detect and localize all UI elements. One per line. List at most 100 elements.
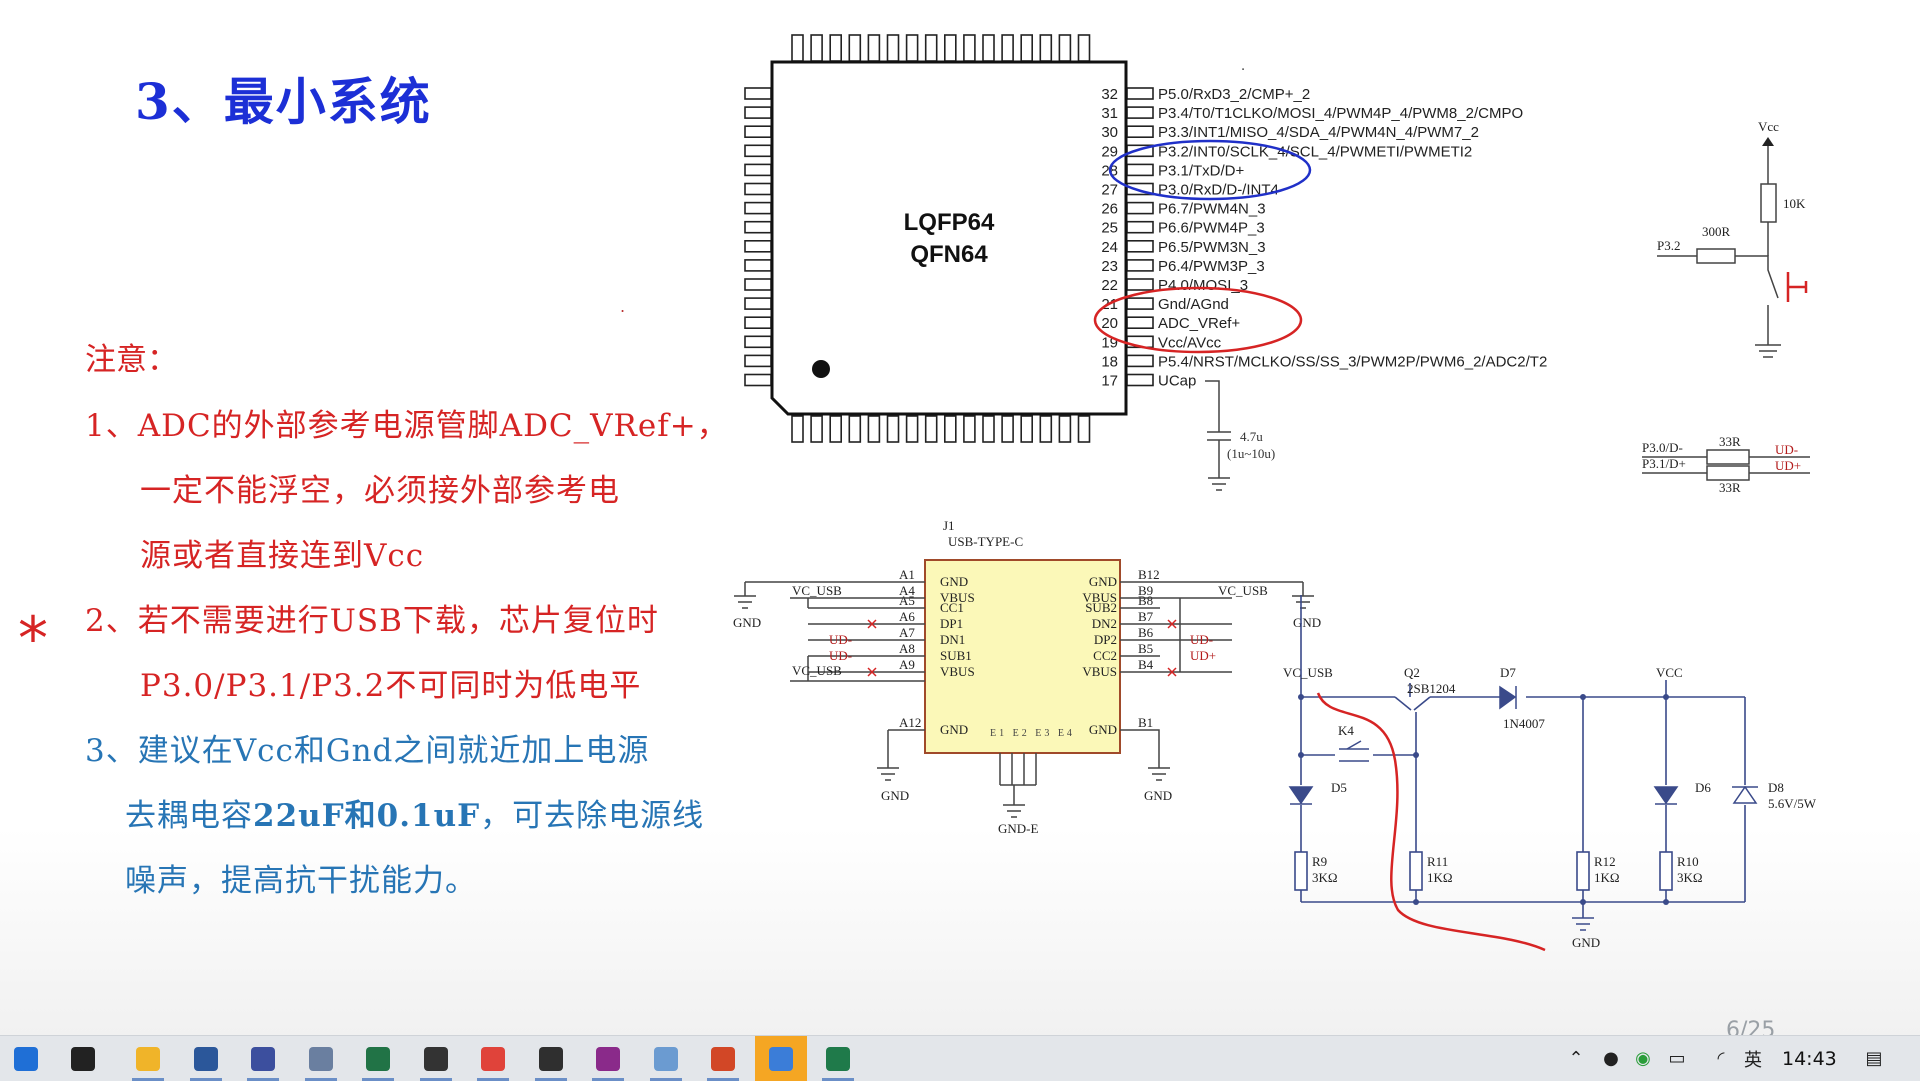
chip-pin-stub [1126,163,1154,177]
note1-line3: 源或者直接连到Vcc [140,538,425,574]
powerpoint-icon[interactable] [697,1036,749,1081]
app-icon[interactable] [237,1036,289,1081]
wifi-icon[interactable]: ◜ [1717,1048,1725,1069]
app-icon-glyph [653,1046,678,1071]
chip-pin-stub [744,278,772,291]
chip-pin-stub [744,335,772,349]
chip-pin-number: 18 [1101,353,1118,370]
chip-pin-stub [1126,87,1154,100]
windows-start-icon-glyph [14,1046,38,1071]
chip-pin-label: Vcc/AVcc [1158,334,1222,351]
chip-pin-label: P3.0/RxD/D-/INT4 [1158,182,1279,199]
reset-10k-label: 10K [1783,196,1806,211]
chip-pin-stub [1126,125,1154,138]
chip-pin-label: P3.3/INT1/MISO_4/SDA_4/PWM4N_4/PWM7_2 [1158,124,1479,141]
usbc-right-pin-name: VBUS [1082,664,1117,679]
star-mark: * [18,604,48,674]
chip-pin-stub [744,201,772,215]
app-icon[interactable] [57,1036,109,1081]
note3-line2-values: 22uF和0.1uF [253,798,481,834]
notification-icon[interactable]: ▤ [1865,1048,1883,1069]
power-diodes [1288,685,1758,805]
chip-pin-stub [1039,415,1053,443]
usbc-right-pin-number: B4 [1138,657,1154,672]
usbc-left-pin-number: A8 [899,641,915,656]
chip-pin-stub [1126,106,1154,119]
chip-pin-stub [744,182,772,196]
app-icon-glyph [538,1046,563,1071]
usbc-body [924,559,1121,754]
chip-pin-stub [810,34,823,62]
chip-pin-number: 31 [1101,105,1118,122]
pwr-q2: Q2 [1404,665,1420,680]
pwr-d7: D7 [1500,665,1516,680]
chip-pin-stub [1126,354,1154,368]
app-icon[interactable] [812,1036,864,1081]
pwr-d5: D5 [1331,780,1347,795]
app-icon[interactable] [754,1036,807,1081]
slide-title: 3、最小系统 [135,72,432,131]
show-hidden-icons-chevron-icon[interactable]: ⌃ [1568,1048,1584,1069]
chip-pin-stub [1126,220,1154,234]
chip-pin-number: 27 [1101,182,1118,199]
note3-line3: 噪声，提高抗干扰能力。 [125,863,477,899]
microphone-icon[interactable]: ● [1603,1048,1619,1069]
chip-pin-stub [1077,34,1091,62]
chip-pin-stub [829,34,843,62]
word-icon[interactable] [180,1036,232,1081]
chip-pin-stub [1126,240,1154,253]
chip-pin-stub [982,415,995,443]
chip-pin-stub [829,415,843,443]
chip-pin-stub [1126,316,1154,330]
usbc-udplus-right: UD+ [1190,648,1216,663]
chip-pin-stub [905,415,919,443]
security-icon[interactable]: ◉ [1635,1048,1651,1069]
usbc-udplus-left: UD- [829,648,852,663]
app-icon[interactable] [640,1036,692,1081]
chip-pin-label: P6.4/PWM3P_3 [1158,258,1265,275]
pwr-d7-part: 1N4007 [1503,716,1545,731]
presentation-slide: 3、最小系统 注意： 1、ADC的外部参考电源管脚ADC_VRef+， 一定不能… [0,0,1920,1035]
usbc-right-pin-number: B7 [1138,609,1154,624]
usbc-left-pin-name: GND [940,722,968,737]
power-circuit [1300,595,1746,931]
battery-icon[interactable]: ▭ [1668,1048,1686,1069]
file-explorer-icon-glyph [136,1046,160,1071]
red-hand-drawn-path [1316,692,1546,952]
usbc-right-pin-number: B8 [1138,593,1153,608]
chip-pin-stub [1077,415,1091,443]
chip-pin-stub [744,316,772,330]
chip-pin-label: P4.0/MOSI_3 [1158,277,1248,294]
ime-indicator[interactable]: 英 [1744,1049,1762,1071]
app-icon[interactable] [295,1036,347,1081]
app-icon[interactable] [582,1036,634,1081]
usbc-right-pin-number: B1 [1138,715,1153,730]
windows-taskbar: ⌃ ● ◉ ▭ ◜ 英 14:43 ▤ [0,1035,1920,1081]
red-circle-annotation [1093,286,1303,354]
app-icon[interactable] [525,1036,577,1081]
chip-pin-number: 23 [1101,258,1118,275]
file-explorer-icon[interactable] [122,1036,174,1081]
usbc-udminus-left: UD- [829,632,852,647]
usbc-right-pin-number: B6 [1138,625,1154,640]
usbc-part: USB-TYPE-C [948,534,1023,549]
taskbar-clock[interactable]: 14:43 [1782,1048,1837,1070]
powerpoint-icon-glyph [711,1046,735,1071]
chip-pin-number: 24 [1101,239,1118,256]
chip-pin-stub [810,415,823,443]
chip-pin-stub [744,220,772,234]
pwr-r10-v: 3KΩ [1677,870,1703,885]
excel-icon[interactable] [352,1036,404,1081]
chip-pin-stub [1058,34,1072,62]
usbc-right-pin-name: VBUS [1082,590,1117,605]
pwr-r11: R11 [1427,854,1448,869]
usb-resistors [1642,449,1810,481]
pwr-gnd: GND [1572,935,1600,950]
windows-start-icon[interactable] [0,1036,52,1081]
chip-pin-stub [867,415,881,443]
reset-300r-label: 300R [1702,224,1731,239]
chip-pin-stub [886,34,900,62]
chrome-icon[interactable] [467,1036,519,1081]
app-icon[interactable] [410,1036,462,1081]
chip-pin-stub [848,415,862,443]
